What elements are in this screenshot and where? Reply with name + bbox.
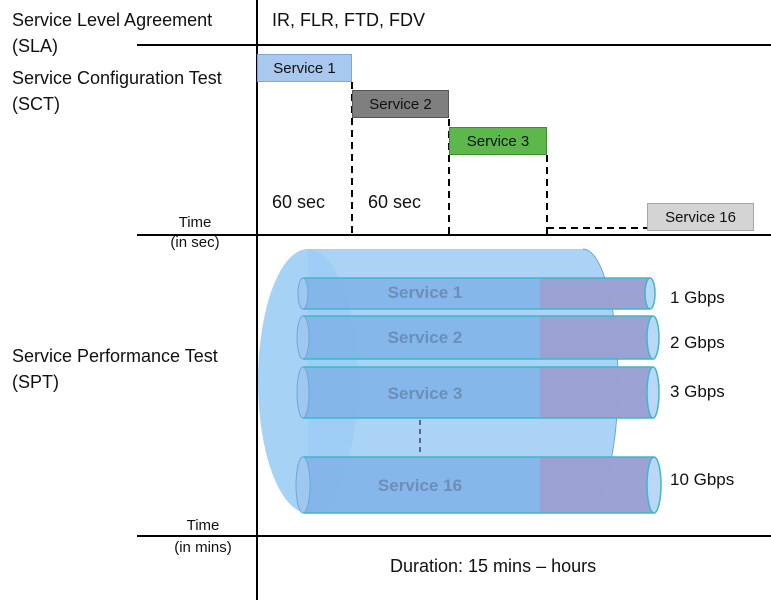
sct-time-label: Time (in sec) (150, 213, 240, 253)
sla-label-line2: (SLA) (12, 36, 59, 56)
sct-label-line1: Service Configuration Test (12, 68, 222, 88)
sct-duration-2: 60 sec (368, 192, 422, 212)
spt-bandwidth: 2 Gbps (670, 333, 725, 352)
spt-time-label-line1: Time (186, 517, 220, 534)
spt-tube (296, 366, 660, 419)
spt-tube-label: Service 2 (388, 328, 463, 347)
spt-tube-label: Service 3 (388, 384, 463, 403)
sla-label: Service Level Agreement (SLA) (12, 8, 212, 58)
sct-service-box: Service 1 (257, 54, 352, 82)
spt-tube (296, 315, 660, 360)
sct-service-box: Service 16 (647, 203, 754, 231)
spt-tube-label: Service 1 (388, 283, 463, 302)
sct-time-axis (137, 234, 771, 236)
sla-divider (137, 44, 771, 46)
spt-bandwidth: 3 Gbps (670, 382, 725, 401)
spt-label: Service Performance Test (SPT) (12, 344, 218, 394)
sct-service-box-label: Service 3 (466, 133, 530, 150)
sct-service-box-label: Service 1 (273, 60, 336, 77)
spt-tube (297, 277, 656, 310)
sct-service-box: Service 3 (449, 127, 547, 155)
spt-bandwidth: 10 Gbps (670, 470, 735, 489)
sct-time-label-line1: Time (178, 214, 212, 231)
sct-time-label-line2: (in sec) (170, 234, 220, 251)
spt-time-axis (137, 535, 771, 537)
sct-service-box-label: Service 16 (665, 209, 736, 226)
spt-time-label-line2: (in mins) (174, 539, 232, 556)
sct-label-line2: (SCT) (12, 94, 60, 114)
sct-service-box-label: Service 2 (369, 96, 432, 113)
spt-label-line1: Service Performance Test (12, 346, 218, 366)
spt-label-line2: (SPT) (12, 372, 59, 392)
sla-metrics: IR, FLR, FTD, FDV (272, 10, 425, 30)
spt-bandwidth: 1 Gbps (670, 288, 725, 307)
sct-label: Service Configuration Test (SCT) (12, 66, 222, 116)
main-vertical-axis (256, 0, 258, 600)
sct-duration-1: 60 sec (272, 192, 326, 212)
spt-time-label: Time (in mins) (158, 516, 248, 558)
spt-tube-label: Service 16 (378, 476, 462, 495)
spt-tube (295, 456, 662, 514)
sct-service-box: Service 2 (352, 90, 449, 118)
spt-duration: Duration: 15 mins – hours (390, 556, 597, 576)
sla-label-line1: Service Level Agreement (12, 10, 213, 30)
